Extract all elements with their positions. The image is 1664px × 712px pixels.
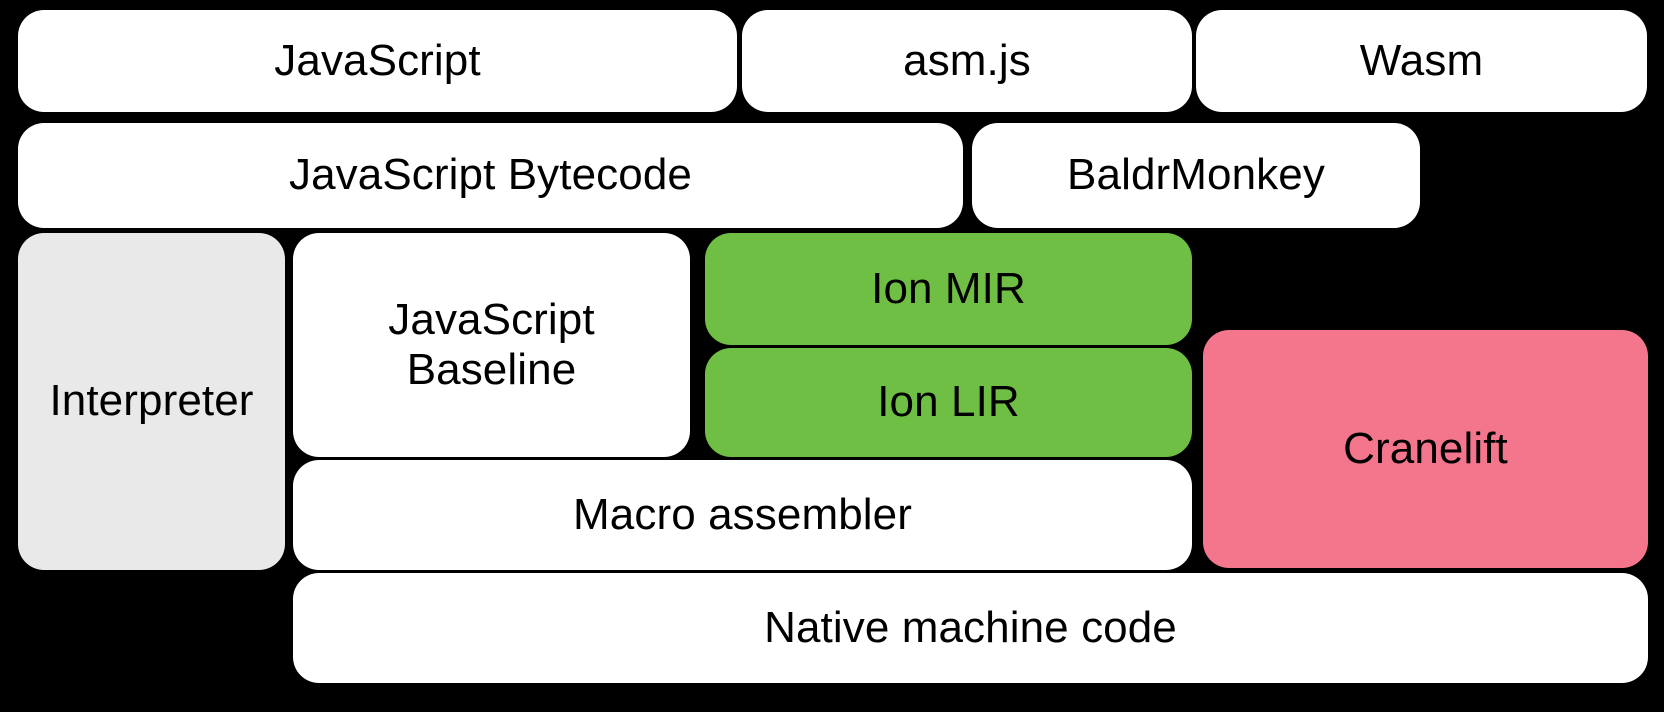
node-asmjs[interactable]: asm.js [742,10,1192,112]
node-baldrmonkey[interactable]: BaldrMonkey [972,123,1420,228]
node-cranelift[interactable]: Cranelift [1203,330,1648,568]
node-javascript[interactable]: JavaScript [18,10,737,112]
node-ion-mir[interactable]: Ion MIR [705,233,1192,345]
node-wasm[interactable]: Wasm [1196,10,1647,112]
node-ion-lir[interactable]: Ion LIR [705,348,1192,457]
node-interpreter[interactable]: Interpreter [18,233,285,570]
node-javascript-bytecode[interactable]: JavaScript Bytecode [18,123,963,228]
node-macro-assembler[interactable]: Macro assembler [293,460,1192,570]
node-native-machine-code[interactable]: Native machine code [293,573,1648,683]
node-javascript-baseline[interactable]: JavaScript Baseline [293,233,690,457]
